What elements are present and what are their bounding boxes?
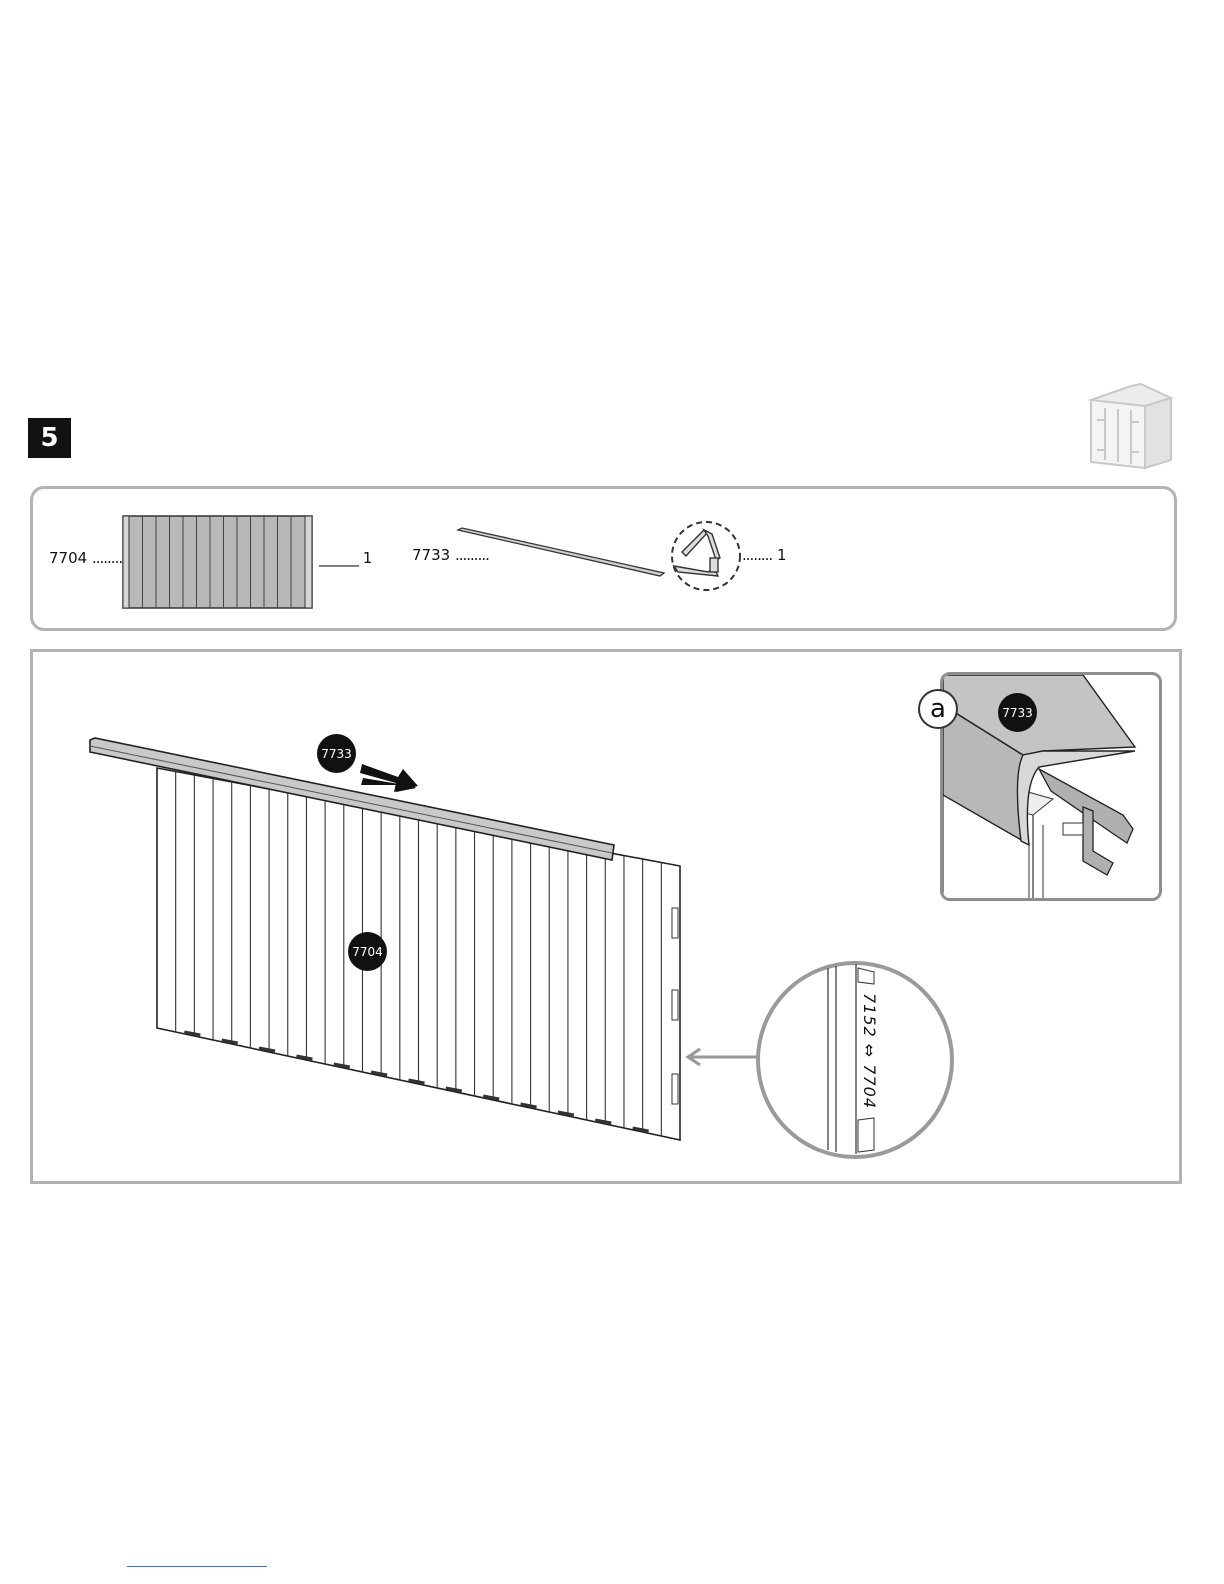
part-7704-panel-image: [122, 515, 314, 610]
part-qty-7733-label: ........ 1: [742, 546, 786, 564]
footer-link-underline: [127, 1566, 267, 1567]
part-7733-rail-image: [455, 525, 667, 581]
callout-detail-rail: 7733: [998, 693, 1037, 732]
detail-a-frame: 7733: [940, 672, 1162, 901]
part-7733-profile-detail-icon: [668, 518, 748, 594]
callout-rail: 7733: [317, 734, 356, 773]
step-number-badge: 5: [28, 418, 71, 458]
detail-a-marker: a: [918, 689, 958, 729]
panel-part-marking: 7152 ⇔ 7704: [857, 991, 879, 1111]
part-qty-7704-label: ______ 1: [319, 549, 372, 567]
rail-profile-detail: [943, 675, 1162, 901]
shed-thumbnail-icon: [1085, 380, 1177, 472]
callout-panel: 7704: [348, 932, 387, 971]
part-code-7704-label: 7704 ........: [49, 549, 122, 567]
